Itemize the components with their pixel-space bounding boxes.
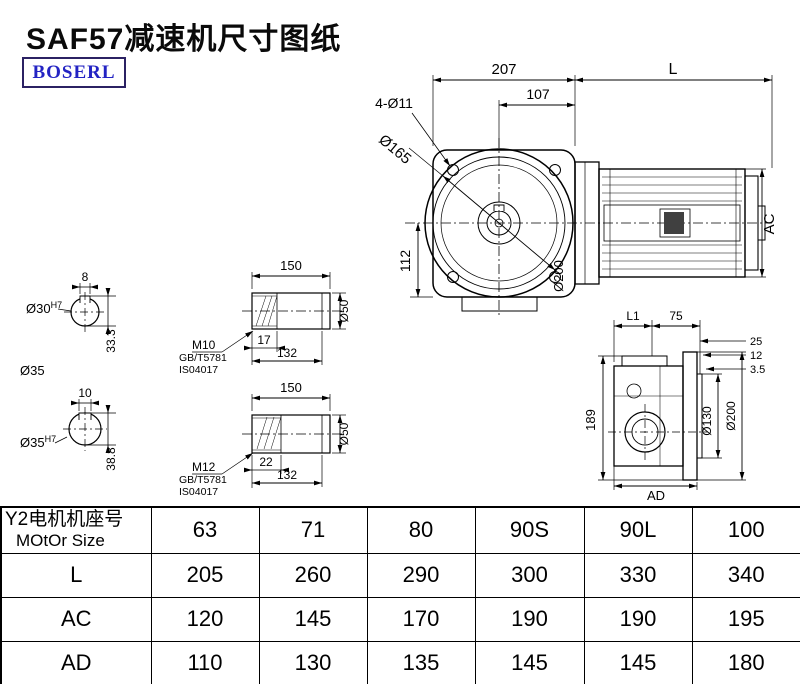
motor-side-view xyxy=(574,161,766,285)
motor-frame-label-en: MOtOr Size xyxy=(16,531,105,551)
shaft-bottom-dia-label: Ø50 xyxy=(337,422,351,445)
shaft-side-view-top xyxy=(192,272,346,365)
motor-size-71: 71 xyxy=(258,506,368,554)
keyway-width-8-label: 8 xyxy=(82,270,89,284)
AD-value: 130 xyxy=(258,640,368,684)
shaft-section-bottom xyxy=(54,399,116,453)
L-value: 290 xyxy=(366,552,476,598)
bolt-hole xyxy=(447,271,459,283)
motor-size-100: 100 xyxy=(691,506,800,554)
dim-AD-label: AD xyxy=(647,488,665,503)
dim-3-5-label: 3.5 xyxy=(750,364,765,376)
bore-35-tolerance: H7 xyxy=(45,434,57,444)
motor-size-80: 80 xyxy=(366,506,476,554)
dim-189-label: 189 xyxy=(583,409,598,431)
shaft-top-dia-label: Ø50 xyxy=(337,299,351,322)
flange-spigot xyxy=(696,373,703,459)
std-iso-bottom-label: IS04017 xyxy=(179,486,218,498)
bolt-holes-label: 4-Ø11 xyxy=(375,95,413,111)
thread-m12-label: M12 xyxy=(192,460,216,474)
brand-logo: BOSERL xyxy=(22,57,126,88)
dia-200-front-label: Ø200 xyxy=(551,260,566,292)
dimension-drawing: 207 L 4-Ø11 107 Ø165 112 AC Ø200 8 Ø30H7 xyxy=(20,61,778,503)
shaft-side-view-bottom xyxy=(192,394,346,488)
dim-75-label: 75 xyxy=(669,309,683,323)
AD-value: 135 xyxy=(366,640,476,684)
table-row-AC: AC 120 145 170 190 190 195 xyxy=(0,596,800,642)
side-view-dimension-lines xyxy=(598,320,746,490)
bore-30-tolerance: H7 xyxy=(51,300,63,310)
row-label-AC: AC xyxy=(0,596,152,642)
L-value: 205 xyxy=(150,552,260,598)
dia-165-label: Ø165 xyxy=(375,131,414,168)
std-iso-top-label: IS04017 xyxy=(179,364,218,376)
L-value: 260 xyxy=(258,552,368,598)
L-value: 300 xyxy=(474,552,585,598)
bolt-hole xyxy=(549,164,561,176)
bore-35-value: Ø35 xyxy=(20,435,45,450)
motor-core xyxy=(664,212,684,234)
motor-frame-label-cn: Y2电机机座号 xyxy=(5,509,124,531)
AC-value: 170 xyxy=(366,596,476,642)
dim-12-label: 12 xyxy=(750,350,762,362)
dim-L1-label: L1 xyxy=(626,309,640,323)
AD-value: 110 xyxy=(150,640,260,684)
table-row-L: L 205 260 290 300 330 340 xyxy=(0,552,800,598)
shaft-bottom-thread-len-label: 22 xyxy=(259,455,273,469)
motor-size-90l: 90L xyxy=(583,506,693,554)
std-gb-bottom-label: GB/T5781 xyxy=(179,474,227,486)
motor-size-90s: 90S xyxy=(474,506,585,554)
key-depth-388-label: 38.8 xyxy=(104,447,118,471)
bore-30-label: Ø30H7 xyxy=(26,300,62,316)
L-value: 330 xyxy=(583,552,693,598)
AC-value: 145 xyxy=(258,596,368,642)
output-flange-side-view xyxy=(608,351,708,481)
AC-value: 120 xyxy=(150,596,260,642)
row-label-AD: AD xyxy=(0,640,152,684)
shaft-section-top xyxy=(57,283,116,334)
gearbox-front-view xyxy=(405,138,772,315)
dia-200-side-label: Ø200 xyxy=(724,401,738,431)
AD-value: 180 xyxy=(691,640,800,684)
bolt-hole xyxy=(447,164,459,176)
L-value: 340 xyxy=(691,552,800,598)
flange-plate xyxy=(682,351,698,481)
table-row-AD: AD 110 130 135 145 145 180 xyxy=(0,640,800,684)
motor-dimension-table: Y2电机机座号 MOtOr Size 63 71 80 90S 90L 100 … xyxy=(0,506,800,684)
AC-value: 190 xyxy=(583,596,693,642)
thread-m10-label: M10 xyxy=(192,338,216,352)
shaft-top-thread-len-label: 17 xyxy=(257,333,271,347)
shaft-dia-35-label: Ø35 xyxy=(20,363,45,378)
AC-value: 195 xyxy=(691,596,800,642)
AD-value: 145 xyxy=(583,640,693,684)
dim-25-label: 25 xyxy=(750,336,762,348)
dim-AC-label: AC xyxy=(761,213,778,234)
shaft-top-step-len-label: 132 xyxy=(277,346,297,360)
bore-35-label: Ø35H7 xyxy=(20,434,56,450)
motor-frame-header-cell: Y2电机机座号 MOtOr Size xyxy=(0,506,152,554)
row-label-L: L xyxy=(0,552,152,598)
dim-207-label: 207 xyxy=(491,61,516,78)
bolt-hole xyxy=(549,271,561,283)
AC-value: 190 xyxy=(474,596,585,642)
keyway-width-10-label: 10 xyxy=(78,386,92,400)
dia-130-label: Ø130 xyxy=(700,406,714,436)
dim-107-label: 107 xyxy=(526,86,550,102)
AD-value: 145 xyxy=(474,640,585,684)
key-depth-333-label: 33.3 xyxy=(104,329,118,353)
motor-size-63: 63 xyxy=(150,506,260,554)
front-view-dimension-lines xyxy=(408,75,773,298)
dim-L-label: L xyxy=(669,61,678,78)
shaft-top-length-label: 150 xyxy=(280,258,302,273)
std-gb-top-label: GB/T5781 xyxy=(179,352,227,364)
table-header-row: Y2电机机座号 MOtOr Size 63 71 80 90S 90L 100 xyxy=(0,506,800,554)
shaft-bottom-step-len-label: 132 xyxy=(277,468,297,482)
shaft-bottom-length-label: 150 xyxy=(280,380,302,395)
bore-30-value: Ø30 xyxy=(26,301,51,316)
dim-112-label: 112 xyxy=(397,250,413,273)
page-title: SAF57减速机尺寸图纸 xyxy=(26,23,342,56)
bottom-boss xyxy=(461,297,538,312)
